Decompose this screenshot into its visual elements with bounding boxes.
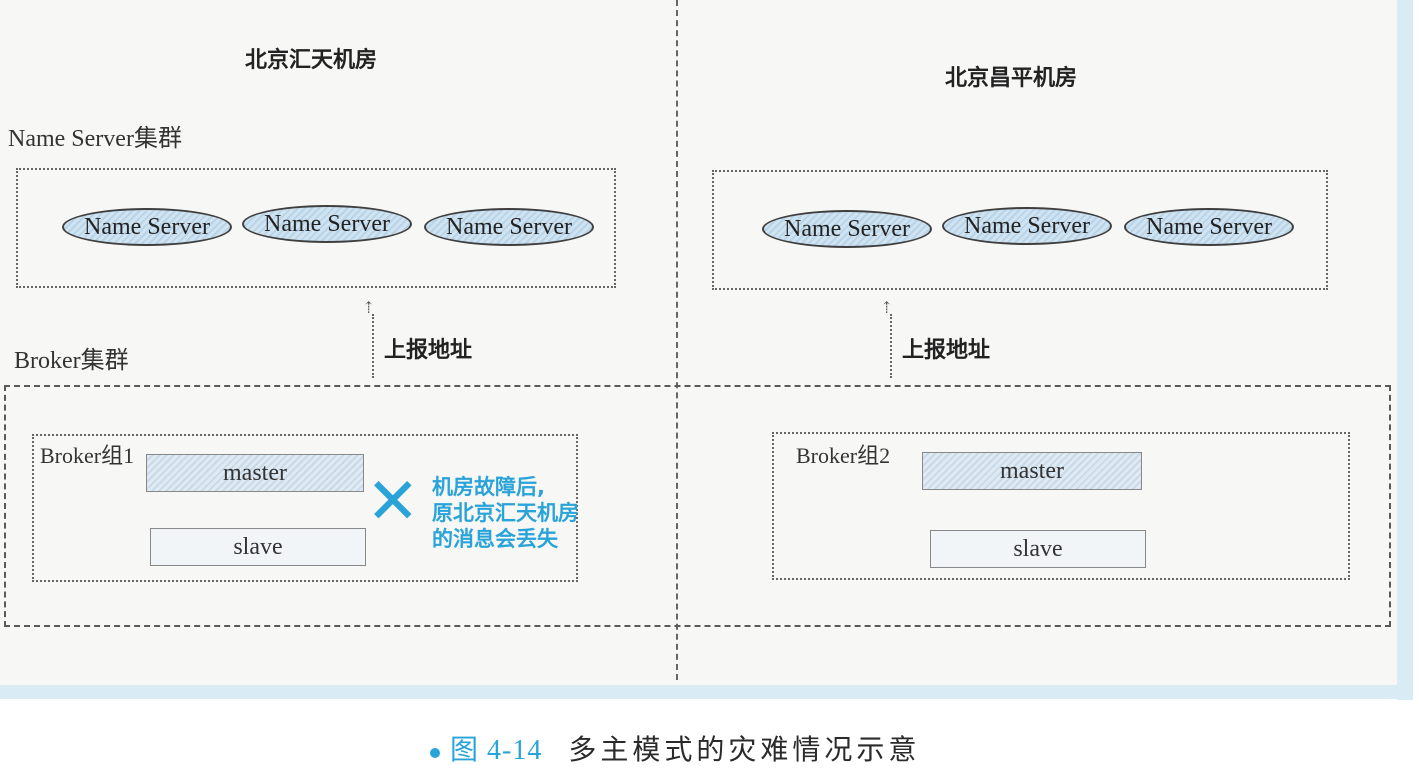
broker-cluster-label: Broker集群 (14, 348, 129, 374)
panel-edge-right (1397, 0, 1413, 700)
broker-2-slave: slave (930, 530, 1146, 568)
broker-group-1-box (32, 434, 578, 582)
left-report-arrowhead-icon: ⇡ (362, 300, 376, 317)
broker-1-master: master (146, 454, 364, 492)
failure-note: 机房故障后, 原北京汇天机房 的消息会丢失 (432, 474, 579, 552)
left-name-server-3: Name Server (424, 208, 594, 246)
broker-2-master: master (922, 452, 1142, 490)
right-ns-cluster-box (712, 170, 1328, 290)
left-name-server-2: Name Server (242, 205, 412, 243)
broker-group-2-box (772, 432, 1350, 580)
caption-bullet-icon (430, 747, 440, 758)
room-divider (676, 0, 678, 680)
left-report-label: 上报地址 (384, 338, 473, 363)
left-name-server-1: Name Server (62, 208, 232, 246)
failure-note-line-3: 的消息会丢失 (432, 527, 558, 551)
broker-1-slave: slave (150, 528, 366, 566)
failure-note-line-1: 机房故障后, (432, 475, 545, 499)
left-report-arrow (372, 314, 374, 378)
panel-edge-bottom (0, 685, 1413, 699)
ns-cluster-label: Name Server集群 (8, 126, 182, 152)
left-ns-cluster-box (16, 168, 616, 288)
failure-cross-icon: ✕ (366, 465, 420, 539)
broker-group-2-label: Broker组2 (796, 443, 891, 468)
right-report-label: 上报地址 (902, 338, 991, 363)
figure-caption: 图 4-14 多主模式的灾难情况示意 (430, 728, 920, 768)
right-name-server-2: Name Server (942, 207, 1112, 245)
broker-group-1-label: Broker组1 (40, 443, 135, 468)
right-room-title: 北京昌平机房 (945, 66, 1078, 91)
figure-number: 图 4-14 (450, 735, 543, 766)
right-name-server-1: Name Server (762, 210, 932, 248)
right-report-arrowhead-icon: ⇡ (880, 300, 894, 317)
failure-note-line-2: 原北京汇天机房 (432, 501, 579, 525)
broker-cluster-box (4, 385, 1391, 627)
figure-caption-text: 多主模式的灾难情况示意 (568, 735, 921, 766)
left-room-title: 北京汇天机房 (245, 48, 378, 73)
right-report-arrow (890, 314, 892, 378)
right-name-server-3: Name Server (1124, 208, 1294, 246)
diagram-panel (0, 0, 1408, 688)
